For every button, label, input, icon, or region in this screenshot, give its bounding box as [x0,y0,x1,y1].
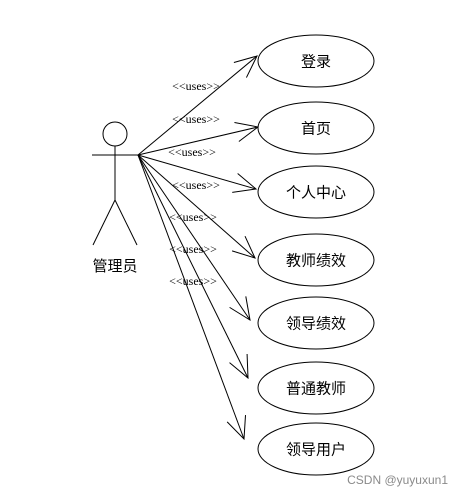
actor-head [102,121,128,147]
watermark: CSDN @yuyuxun1 [347,473,448,487]
association-line-teacher-performance [137,154,256,259]
associations: <<uses>> <<uses>> <<uses>> <<uses>> <<uses>>… [137,55,260,441]
uses-label-login: <<uses>> [172,79,220,93]
use-case-label-login: 登录 [301,53,331,71]
association-line-home [137,126,259,156]
use-case-leader-user [257,422,375,476]
arrowhead-ordinary-teacher [229,353,249,380]
use-case-personal-center [257,165,375,219]
arrowhead-leader-user [226,415,247,441]
use-case-teacher-performance [257,233,375,287]
actor-right-leg [114,199,138,246]
use-case-ordinary-teacher [257,361,375,415]
use-case-label-leader-user: 领导用户 [286,441,346,459]
actor-left-leg [92,199,116,246]
uses-label-leader-user: <<uses>> [169,274,217,288]
arrowhead-login [233,55,258,78]
association-line-login [137,55,258,156]
uses-label-teacher-performance: <<uses>> [172,178,220,192]
arrowhead-teacher-performance [231,235,256,259]
use-case-label-leader-performance: 领导绩效 [286,315,346,333]
arrowhead-leader-performance [229,296,251,322]
uses-label-ordinary-teacher: <<uses>> [169,242,217,256]
uses-label-home: <<uses>> [172,112,220,126]
actor-figure [92,121,138,246]
use-case-label-teacher-performance: 教师绩效 [286,252,346,270]
association-line-personal-center [137,154,257,190]
uses-label-personal-center: <<uses>> [168,145,216,159]
actor-name: 管理员 [92,257,137,275]
use-case-login [257,34,375,88]
association-line-ordinary-teacher [137,154,249,379]
arrowhead-personal-center [232,173,258,193]
use-case-label-ordinary-teacher: 普通教师 [286,380,346,398]
use-case-label-home: 首页 [301,120,331,138]
association-line-leader-user [137,154,245,440]
use-case-label-personal-center: 个人中心 [286,184,346,202]
use-case-leader-performance [257,296,375,350]
uses-label-leader-performance: <<uses>> [169,210,217,224]
use-case-home [257,101,375,155]
association-line-leader-performance [137,154,251,321]
